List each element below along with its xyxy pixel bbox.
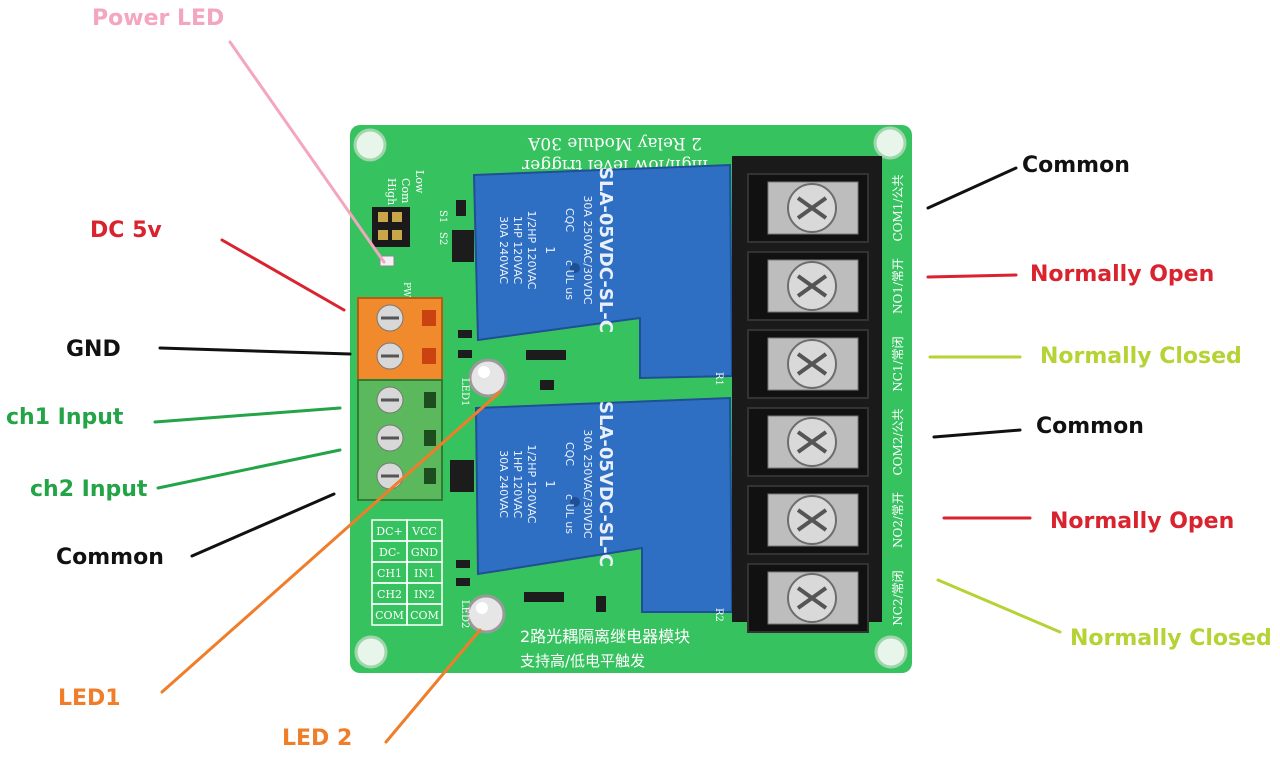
ch1-line [153, 406, 342, 424]
jumper-com-label: Com [399, 178, 412, 204]
led1 [468, 358, 508, 398]
led2-label: LED 2 [282, 726, 353, 751]
common-left-label: Common [56, 545, 164, 570]
common-left-line [190, 492, 336, 558]
screw-slot-line [796, 196, 828, 220]
ch1-input-label: ch1 Input [6, 405, 124, 430]
jumper-s1-label: S1 [437, 210, 448, 223]
led1-label: LED1 [58, 686, 121, 711]
normally-open2-label: Normally Open [1050, 509, 1235, 534]
screw-slot-line [796, 352, 828, 376]
relay-1: SLA-05VDC-SL-C 30A 250VAC/30VDC CQC c UL… [472, 163, 734, 380]
pin-table-text: CH2 [377, 588, 402, 601]
pwr-label: PWR [401, 282, 411, 304]
jumper-high-label: High [385, 178, 398, 205]
led2 [466, 594, 506, 634]
r1-label: R1 [713, 372, 724, 386]
ch2-line [156, 448, 342, 490]
output-terminal-block [732, 156, 882, 633]
mount-hole [354, 635, 388, 669]
relay1-pin: 1 [543, 246, 557, 254]
relay2-rating2: 1/2HP 120VAC [525, 445, 538, 524]
pin-table-text: CH1 [377, 567, 402, 580]
screw-slot-line [796, 586, 828, 610]
board-footer-cn2: 支持高/低电平触发 [520, 652, 645, 670]
dc5v-line [220, 238, 346, 312]
relay1-model: SLA-05VDC-SL-C [595, 167, 616, 333]
terminal-label: NC2/常闭 [891, 570, 905, 625]
terminal-label: COM2/公共 [891, 409, 905, 476]
pin-table-text: DC- [379, 546, 400, 559]
led1-line [160, 390, 502, 694]
terminal-label: NO2/常开 [891, 492, 905, 548]
gnd-line [158, 346, 352, 356]
relay1-rating1: 30A 250VAC/30VDC [581, 195, 594, 305]
relay1-rating3: 1HP 120VAC [511, 216, 524, 285]
relay2-pin: 1 [543, 480, 557, 488]
led1-board-label: LED1 [459, 378, 470, 406]
common2-label: Common [1036, 414, 1144, 439]
pin-table-text: COM [375, 609, 404, 622]
mount-hole [353, 128, 387, 162]
relay-board: high/low level trigger 2 Relay Module 30… [350, 125, 912, 673]
normally-closed2-label: Normally Closed [1070, 626, 1272, 651]
jumper-low-label: Low [413, 170, 426, 194]
screw-slot-line [796, 508, 828, 532]
gnd-label: GND [66, 337, 121, 362]
relay1-cqc: CQC [563, 208, 576, 232]
screw-slot-line [796, 430, 828, 454]
relay-2: SLA-05VDC-SL-C 30A 250VAC/30VDC CQC c UL… [474, 396, 734, 613]
relay1-rating4: 30A 240VAC [497, 216, 510, 284]
nc2-line [936, 578, 1062, 634]
relay2-rating1: 30A 250VAC/30VDC [581, 429, 594, 539]
normally-closed1-label: Normally Closed [1040, 344, 1242, 369]
pin-table-text: GND [411, 546, 438, 559]
common2-line [932, 428, 1022, 439]
screw-slot-line [796, 274, 828, 298]
mount-hole [873, 126, 907, 160]
ch2-input-label: ch2 Input [30, 477, 148, 502]
led2-board-label: LED2 [459, 600, 470, 628]
r2-label: R2 [713, 608, 724, 622]
mount-hole [874, 635, 908, 669]
relay1-us: c UL us [563, 260, 576, 300]
dc-5v-label: DC 5v [90, 218, 162, 243]
board-header-line2: 2 Relay Module 30A [527, 133, 702, 153]
terminal-label: NC1/常闭 [891, 336, 905, 391]
relay1-rating2: 1/2HP 120VAC [525, 211, 538, 290]
callout-lines [153, 40, 1062, 744]
led2-line [384, 628, 482, 744]
power-led-label: Power LED [92, 6, 225, 31]
pin-table-text: DC+ [376, 525, 402, 538]
jumper-s2-label: S2 [437, 232, 448, 245]
trigger-jumper: High Com Low S1 S2 [372, 170, 448, 247]
board-footer-cn1: 2路光耦隔离继电器模块 [520, 627, 690, 646]
pin-table-text: VCC [411, 525, 437, 538]
relay2-us: c UL us [563, 494, 576, 534]
terminal-label: COM1/公共 [891, 175, 905, 242]
no1-line [926, 273, 1018, 279]
pin-table-text: COM [410, 609, 439, 622]
relay2-cqc: CQC [563, 442, 576, 466]
power-led [379, 255, 395, 267]
relay2-rating3: 1HP 120VAC [511, 450, 524, 519]
normally-open1-label: Normally Open [1030, 262, 1215, 287]
pin-table-text: IN2 [414, 588, 435, 601]
relay2-rating4: 30A 240VAC [497, 450, 510, 518]
relay2-model: SLA-05VDC-SL-C [595, 401, 616, 567]
pin-table-text: IN1 [414, 567, 435, 580]
terminal-label: NO1/常开 [891, 258, 905, 314]
common1-label: Common [1022, 153, 1130, 178]
pin-table-cell [406, 603, 443, 626]
common1-line [926, 166, 1018, 210]
power-led-line [228, 40, 386, 264]
dc-terminal-block [357, 297, 443, 381]
